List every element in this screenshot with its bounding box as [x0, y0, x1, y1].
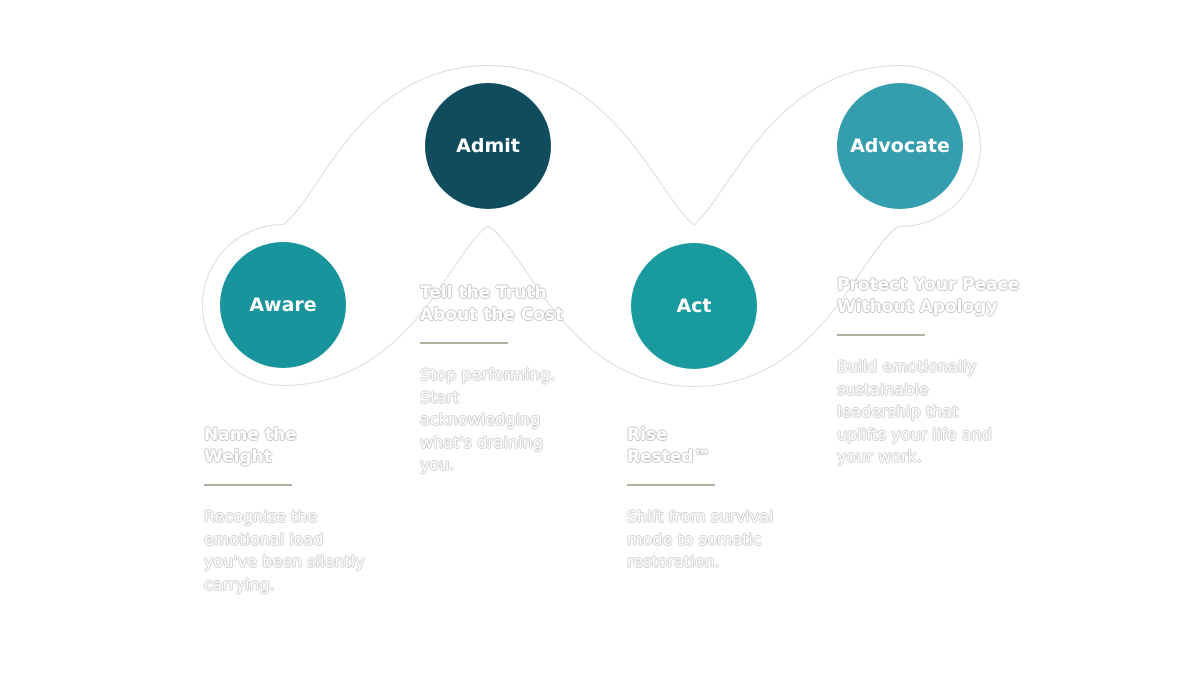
divider [627, 484, 715, 486]
step-title: Name the Weight [204, 425, 297, 467]
step-text-advocate: Protect Your Peace Without Apology Build… [837, 274, 1032, 469]
divider [837, 334, 925, 336]
step-title: Protect Your Peace Without Apology [837, 275, 1020, 317]
divider [204, 484, 292, 486]
divider [420, 342, 508, 344]
step-label: Advocate [850, 135, 950, 157]
step-text-admit: Tell the Truth About the Cost Stop perfo… [420, 282, 580, 477]
step-node-advocate: Advocate [837, 83, 963, 209]
step-title: Rise Rested™ [627, 425, 711, 467]
step-description: Shift from survival mode to somatic rest… [627, 507, 774, 571]
step-label: Aware [249, 294, 317, 316]
step-node-admit: Admit [425, 83, 551, 209]
step-description: Stop performing. Start acknowledging wha… [420, 365, 556, 474]
step-label: Act [676, 295, 712, 317]
step-text-aware: Name the Weight Recognize the emotional … [204, 424, 365, 596]
step-description: Recognize the emotional load you've been… [204, 507, 365, 594]
step-node-act: Act [631, 243, 757, 369]
step-label: Admit [456, 135, 520, 157]
step-description: Build emotionally sustainable leadership… [837, 357, 992, 466]
step-title: Tell the Truth About the Cost [420, 283, 564, 325]
step-text-act: Rise Rested™ Shift from survival mode to… [627, 424, 773, 574]
step-node-aware: Aware [220, 242, 346, 368]
